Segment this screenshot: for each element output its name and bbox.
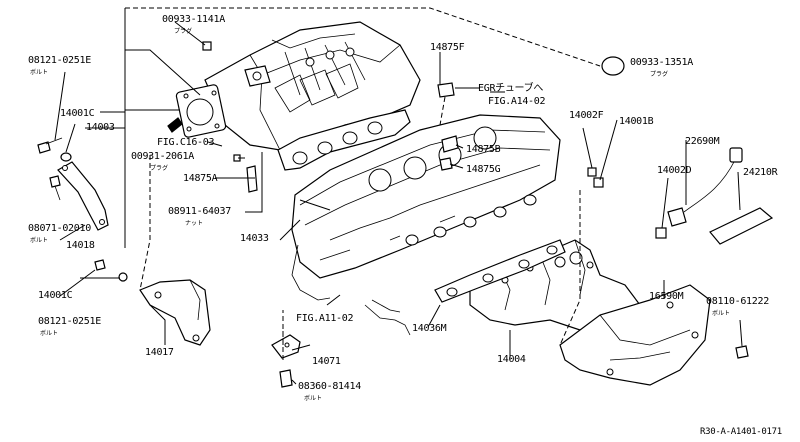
sublabel-08110-61222: ボルト (712, 310, 731, 317)
label-00933-1141a: 00933-1141A (162, 14, 225, 25)
sublabel-08911-64037: ナット (185, 220, 204, 227)
label-08110-61222: 08110-61222 (706, 296, 769, 307)
bracket-14017 (139, 279, 211, 346)
bracket-14071 (271, 334, 301, 359)
label-08071-02010: 08071-02010 (28, 223, 91, 234)
sublabel-08360-81414: ボルト (304, 395, 323, 402)
exhaust-gasket (434, 239, 566, 303)
label-22690m: 22690M (685, 136, 720, 147)
label-00931-2061a: 00931-2061A (131, 151, 194, 162)
label-fig-a11-02: FIG.A11-02 (296, 313, 354, 324)
sublabel-00933-1141a: プラグ (174, 28, 193, 35)
diagram-reference-code: R30-A-A1401-0171 (700, 427, 782, 437)
label-14001c-top: 14001C (60, 108, 95, 119)
label-08121-0251e-top: 08121-0251E (28, 55, 91, 66)
label-16590m: 16590M (649, 291, 684, 302)
label-14004: 14004 (497, 354, 526, 365)
label-08121-0251e-bottom: 08121-0251E (38, 316, 101, 327)
sublabel-00933-1351a: プラグ (650, 71, 669, 78)
label-14002d: 14002D (657, 165, 692, 176)
label-14002f: 14002F (569, 110, 604, 121)
label-14875f: 14875F (430, 42, 465, 53)
label-fig-c16-03: FIG.C16-03 (157, 137, 215, 148)
label-00933-1351a: 00933-1351A (630, 57, 693, 68)
label-08360-81414: 08360-81414 (298, 381, 361, 392)
label-14875b: 14875B (466, 144, 501, 155)
label-14003: 14003 (86, 122, 115, 133)
label-14018: 14018 (66, 240, 95, 251)
label-14071: 14071 (312, 356, 341, 367)
cylinder-head (291, 114, 561, 336)
sublabel-08121-0251e-top: ボルト (30, 69, 49, 76)
label-14036m: 14036M (412, 323, 447, 334)
label-14001b: 14001B (619, 116, 654, 127)
sublabel-00931-2061a: プラグ (150, 165, 169, 172)
bracket-14018 (57, 161, 109, 231)
intake-manifold (175, 21, 421, 151)
label-fig-a14-02: FIG.A14-02 (488, 96, 546, 107)
label-egr-tube: EGRチューブへ (478, 83, 544, 94)
sublabel-08071-02010: ボルト (30, 237, 49, 244)
label-14033: 14033 (240, 233, 269, 244)
leader-lines (54, 7, 743, 385)
small-parts (37, 41, 774, 388)
sublabel-08121-0251e-bottom: ボルト (40, 330, 59, 337)
label-14875g: 14875G (466, 164, 501, 175)
intake-gasket (277, 109, 411, 171)
label-14001c-bottom: 14001C (38, 290, 73, 301)
heat-shield (559, 284, 711, 386)
label-08911-64037: 08911-64037 (168, 206, 231, 217)
label-24210r: 24210R (743, 167, 778, 178)
label-14017: 14017 (145, 347, 174, 358)
label-14875a: 14875A (183, 173, 218, 184)
